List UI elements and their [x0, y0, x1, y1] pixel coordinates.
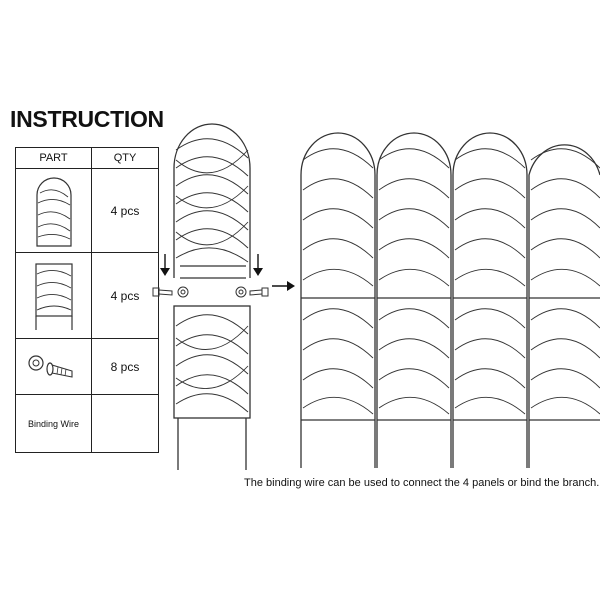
table-row: 8 pcs [15, 338, 159, 395]
part-bottom-panel [15, 252, 92, 339]
bolt-icon [27, 354, 73, 378]
table-row: 4 pcs [15, 252, 159, 339]
assembled-panel [452, 132, 528, 468]
nut-icon [177, 286, 189, 298]
part-arched-panel [15, 168, 92, 253]
table-row: Binding Wire [15, 394, 159, 453]
bolt-icon [152, 287, 173, 297]
arrow-right-icon [272, 281, 295, 291]
qty-arched-panel: 4 pcs [91, 168, 159, 253]
qty-bottom-panel: 4 pcs [91, 252, 159, 339]
caption-text: The binding wire can be used to connect … [244, 477, 600, 489]
arrow-down-icon [253, 254, 263, 276]
arrow-down-icon [160, 254, 170, 276]
table-header-row: PART QTY [15, 147, 159, 169]
page-title: INSTRUCTION [10, 106, 164, 132]
bolt-icon [249, 287, 269, 297]
assembled-trellis [300, 132, 600, 468]
qty-binding-wire [91, 394, 159, 453]
bottom-panel-icon [34, 262, 73, 330]
qty-bolt-nut: 8 pcs [91, 338, 159, 395]
assembled-panel [528, 144, 600, 468]
part-binding-wire: Binding Wire [15, 394, 92, 453]
part-bolt-nut [15, 338, 92, 395]
table-row: 4 pcs [15, 168, 159, 253]
arched-top-panel [173, 123, 251, 279]
nut-icon [235, 286, 247, 298]
assembled-panel [300, 132, 376, 468]
arched-panel-icon [35, 176, 72, 247]
assembled-panel [376, 132, 452, 468]
bottom-panel [173, 305, 251, 470]
parts-table: PART QTY 4 pcs 4 pcs [15, 147, 159, 453]
